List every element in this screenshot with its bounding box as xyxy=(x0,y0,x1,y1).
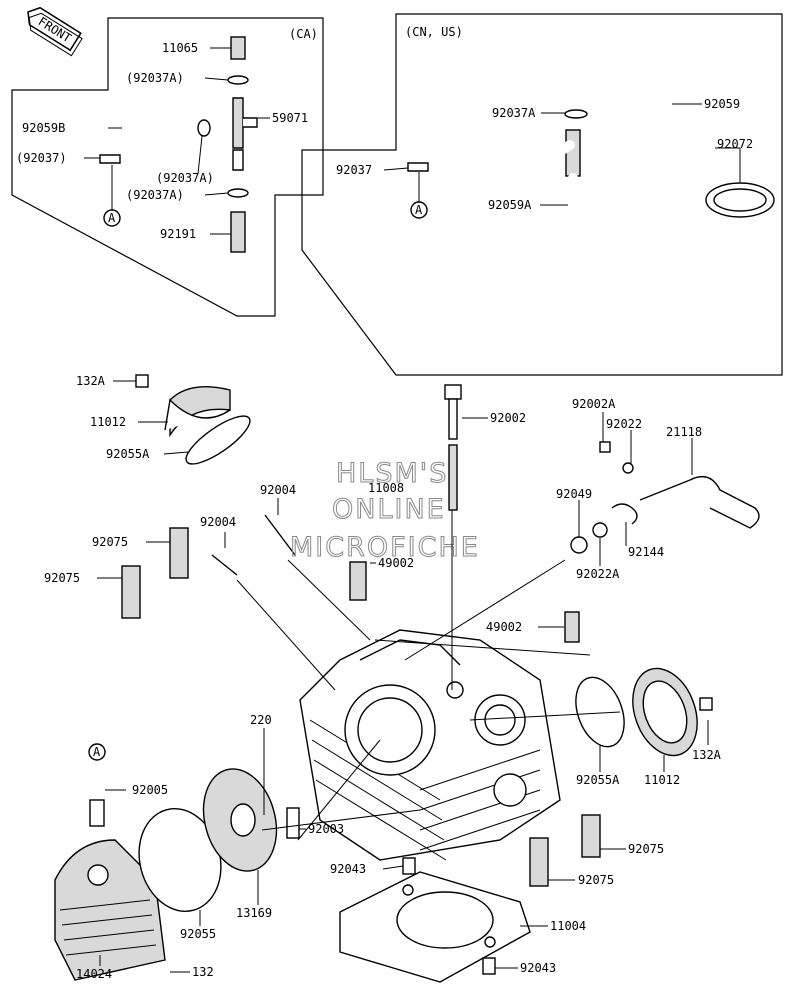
label-92055: 92055 xyxy=(180,927,216,941)
head-gasket-11004 xyxy=(339,871,531,983)
label-132a-1: 132A xyxy=(76,374,106,388)
box-cn-outline xyxy=(301,13,783,376)
label-92037a-ca-2: (92037A) xyxy=(156,171,214,185)
label-11065: 11065 xyxy=(162,41,198,55)
label-92004-1: 92004 xyxy=(260,483,296,497)
dowel-92043-a xyxy=(402,857,416,875)
label-92075-1: 92075 xyxy=(92,535,128,549)
watermark: HLSM'S ONLINE MICROFICHE xyxy=(290,458,480,564)
svg-text:A: A xyxy=(108,211,116,225)
label-220: 220 xyxy=(250,713,272,727)
label-11004: 11004 xyxy=(550,919,586,933)
label-92022: 92022 xyxy=(606,417,642,431)
label-11012-1: 11012 xyxy=(90,415,126,429)
bolts xyxy=(135,374,713,839)
svg-text:ONLINE: ONLINE xyxy=(332,494,446,525)
leader-lines xyxy=(84,47,741,973)
label-92075-4: 92075 xyxy=(578,873,614,887)
part-labels: 11065 (92037A) 92059B 59071 (92037) (920… xyxy=(16,41,753,981)
label-21118: 21118 xyxy=(666,425,702,439)
label-92049: 92049 xyxy=(556,487,592,501)
box-ca-outline xyxy=(11,17,324,317)
label-92037-cn: 92037 xyxy=(336,163,372,177)
label-132: 132 xyxy=(192,965,214,979)
label-49002-2: 49002 xyxy=(486,620,522,634)
label-92059: 92059 xyxy=(704,97,740,111)
label-92055a-1: 92055A xyxy=(106,447,150,461)
box-ca-region: (CA) xyxy=(289,27,318,41)
front-arrow-badge: FRONT xyxy=(27,6,83,57)
label-11008: 11008 xyxy=(368,481,404,495)
label-92002a: 92002A xyxy=(572,397,616,411)
valve-cover-lower xyxy=(575,667,698,757)
dowel-92043-b xyxy=(482,957,496,975)
label-92002: 92002 xyxy=(490,411,526,425)
label-92003: 92003 xyxy=(308,822,344,836)
label-132a-2: 132A xyxy=(692,748,722,762)
label-92043-2: 92043 xyxy=(520,961,556,975)
label-14024: 14024 xyxy=(76,967,112,981)
label-92144: 92144 xyxy=(628,545,664,559)
label-92055a-2: 92055A xyxy=(576,773,620,787)
label-92037a-cn: 92037A xyxy=(492,106,536,120)
label-92075-2: 92075 xyxy=(44,571,80,585)
label-11012-2: 11012 xyxy=(644,773,680,787)
label-59071: 59071 xyxy=(272,111,308,125)
svg-text:A: A xyxy=(415,203,423,217)
shim-stacks xyxy=(121,527,601,887)
svg-text:HLSM'S: HLSM'S xyxy=(336,458,448,489)
label-92059b: 92059B xyxy=(22,121,65,135)
label-92037a-ca-3: (92037A) xyxy=(126,188,184,202)
label-92075-3: 92075 xyxy=(628,842,664,856)
label-92005: 92005 xyxy=(132,783,168,797)
label-92037a-ca-1: (92037A) xyxy=(126,71,184,85)
label-92022a: 92022A xyxy=(576,567,620,581)
label-92043-1: 92043 xyxy=(330,862,366,876)
label-92004-2: 92004 xyxy=(200,515,236,529)
decompression-lever xyxy=(570,462,760,554)
cylinder-head-body xyxy=(299,629,561,861)
svg-text:MICROFICHE: MICROFICHE xyxy=(290,532,480,563)
valve-cover-upper xyxy=(164,385,251,465)
label-92059a: 92059A xyxy=(488,198,532,212)
side-cover-14024: A xyxy=(54,743,166,981)
box-cn-region: (CN, US) xyxy=(405,25,463,39)
label-13169: 13169 xyxy=(236,906,272,920)
svg-text:A: A xyxy=(93,745,101,759)
cn-parts: A xyxy=(407,24,775,358)
label-92037-ca: (92037) xyxy=(16,151,67,165)
cap-13169 xyxy=(202,768,278,872)
label-92072: 92072 xyxy=(717,137,753,151)
label-92191: 92191 xyxy=(160,227,196,241)
label-49002-1: 49002 xyxy=(378,556,414,570)
